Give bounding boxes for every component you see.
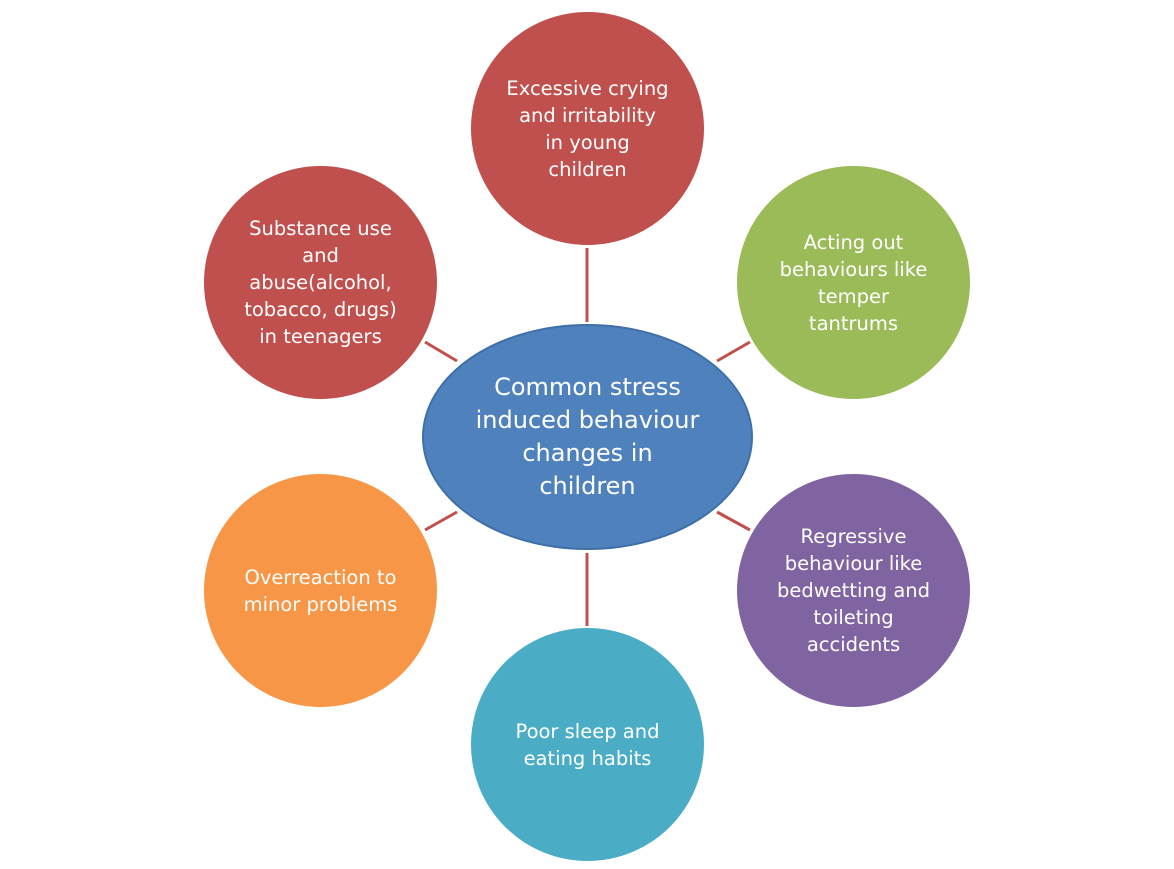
connector-bot-left <box>424 510 458 532</box>
behaviour-label-acting-out: Acting out behaviours like temper tantru… <box>779 230 928 335</box>
behaviour-label-overreaction: Overreaction to minor problems <box>243 565 398 616</box>
behaviour-node-regressive: Regressive behaviour like bedwetting and… <box>737 474 970 707</box>
behaviour-label-crying: Excessive crying and irritability in you… <box>506 76 669 181</box>
behaviour-node-crying: Excessive crying and irritability in you… <box>471 12 704 245</box>
central-topic-node: Common stress induced behaviour changes … <box>422 324 753 550</box>
behaviour-label-sleep-eating: Poor sleep and eating habits <box>515 719 660 770</box>
behaviour-node-sleep-eating: Poor sleep and eating habits <box>471 628 704 861</box>
connector-top-right <box>716 340 751 363</box>
behaviour-label-regressive: Regressive behaviour like bedwetting and… <box>776 525 931 656</box>
behaviour-node-substance-use: Substance use and abuse(alcohol, tobacco… <box>204 166 437 399</box>
behaviour-label-substance-use: Substance use and abuse(alcohol, tobacco… <box>244 217 397 348</box>
behaviour-node-overreaction: Overreaction to minor problems <box>204 474 437 707</box>
connector-top-left <box>424 340 458 363</box>
central-topic-label: Common stress induced behaviour changes … <box>475 373 700 500</box>
connector-bot-right <box>716 510 751 532</box>
behaviour-node-acting-out: Acting out behaviours like temper tantru… <box>737 166 970 399</box>
